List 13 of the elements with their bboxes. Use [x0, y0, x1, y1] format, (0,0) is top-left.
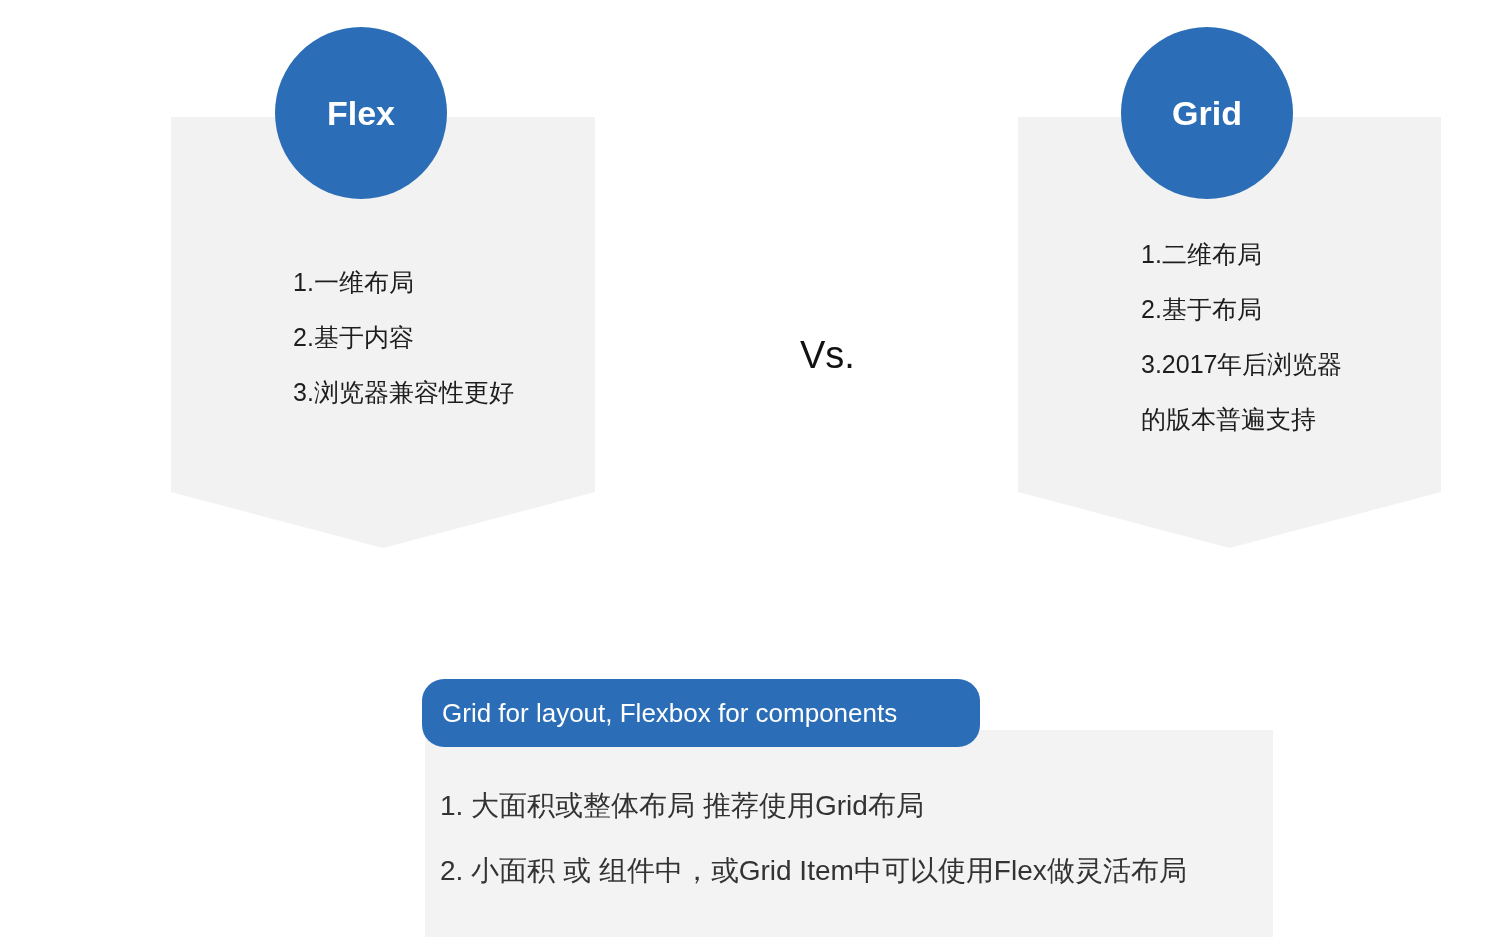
title-circle: Grid [1121, 27, 1293, 199]
versus-label: Vs. [800, 333, 855, 377]
heading-banner: Grid for layout, Flexbox for components [422, 679, 980, 747]
list-item: 1.一维布局 [293, 267, 414, 298]
list-item: 3.浏览器兼容性更好 [293, 377, 514, 408]
content-panel [425, 730, 1273, 937]
list-item: 1.二维布局 [1141, 239, 1262, 270]
list-item: 2.基于内容 [293, 322, 414, 353]
title-circle: Flex [275, 27, 447, 199]
list-item: 2.基于布局 [1141, 294, 1262, 325]
list-item: 3.2017年后浏览器的版本普遍支持 [1141, 348, 1344, 435]
list-item: 1. 大面积或整体布局 推荐使用Grid布局 [440, 789, 924, 823]
list-item: 2. 小面积 或 组件中，或Grid Item中可以使用Flex做灵活布局 [440, 854, 1187, 888]
